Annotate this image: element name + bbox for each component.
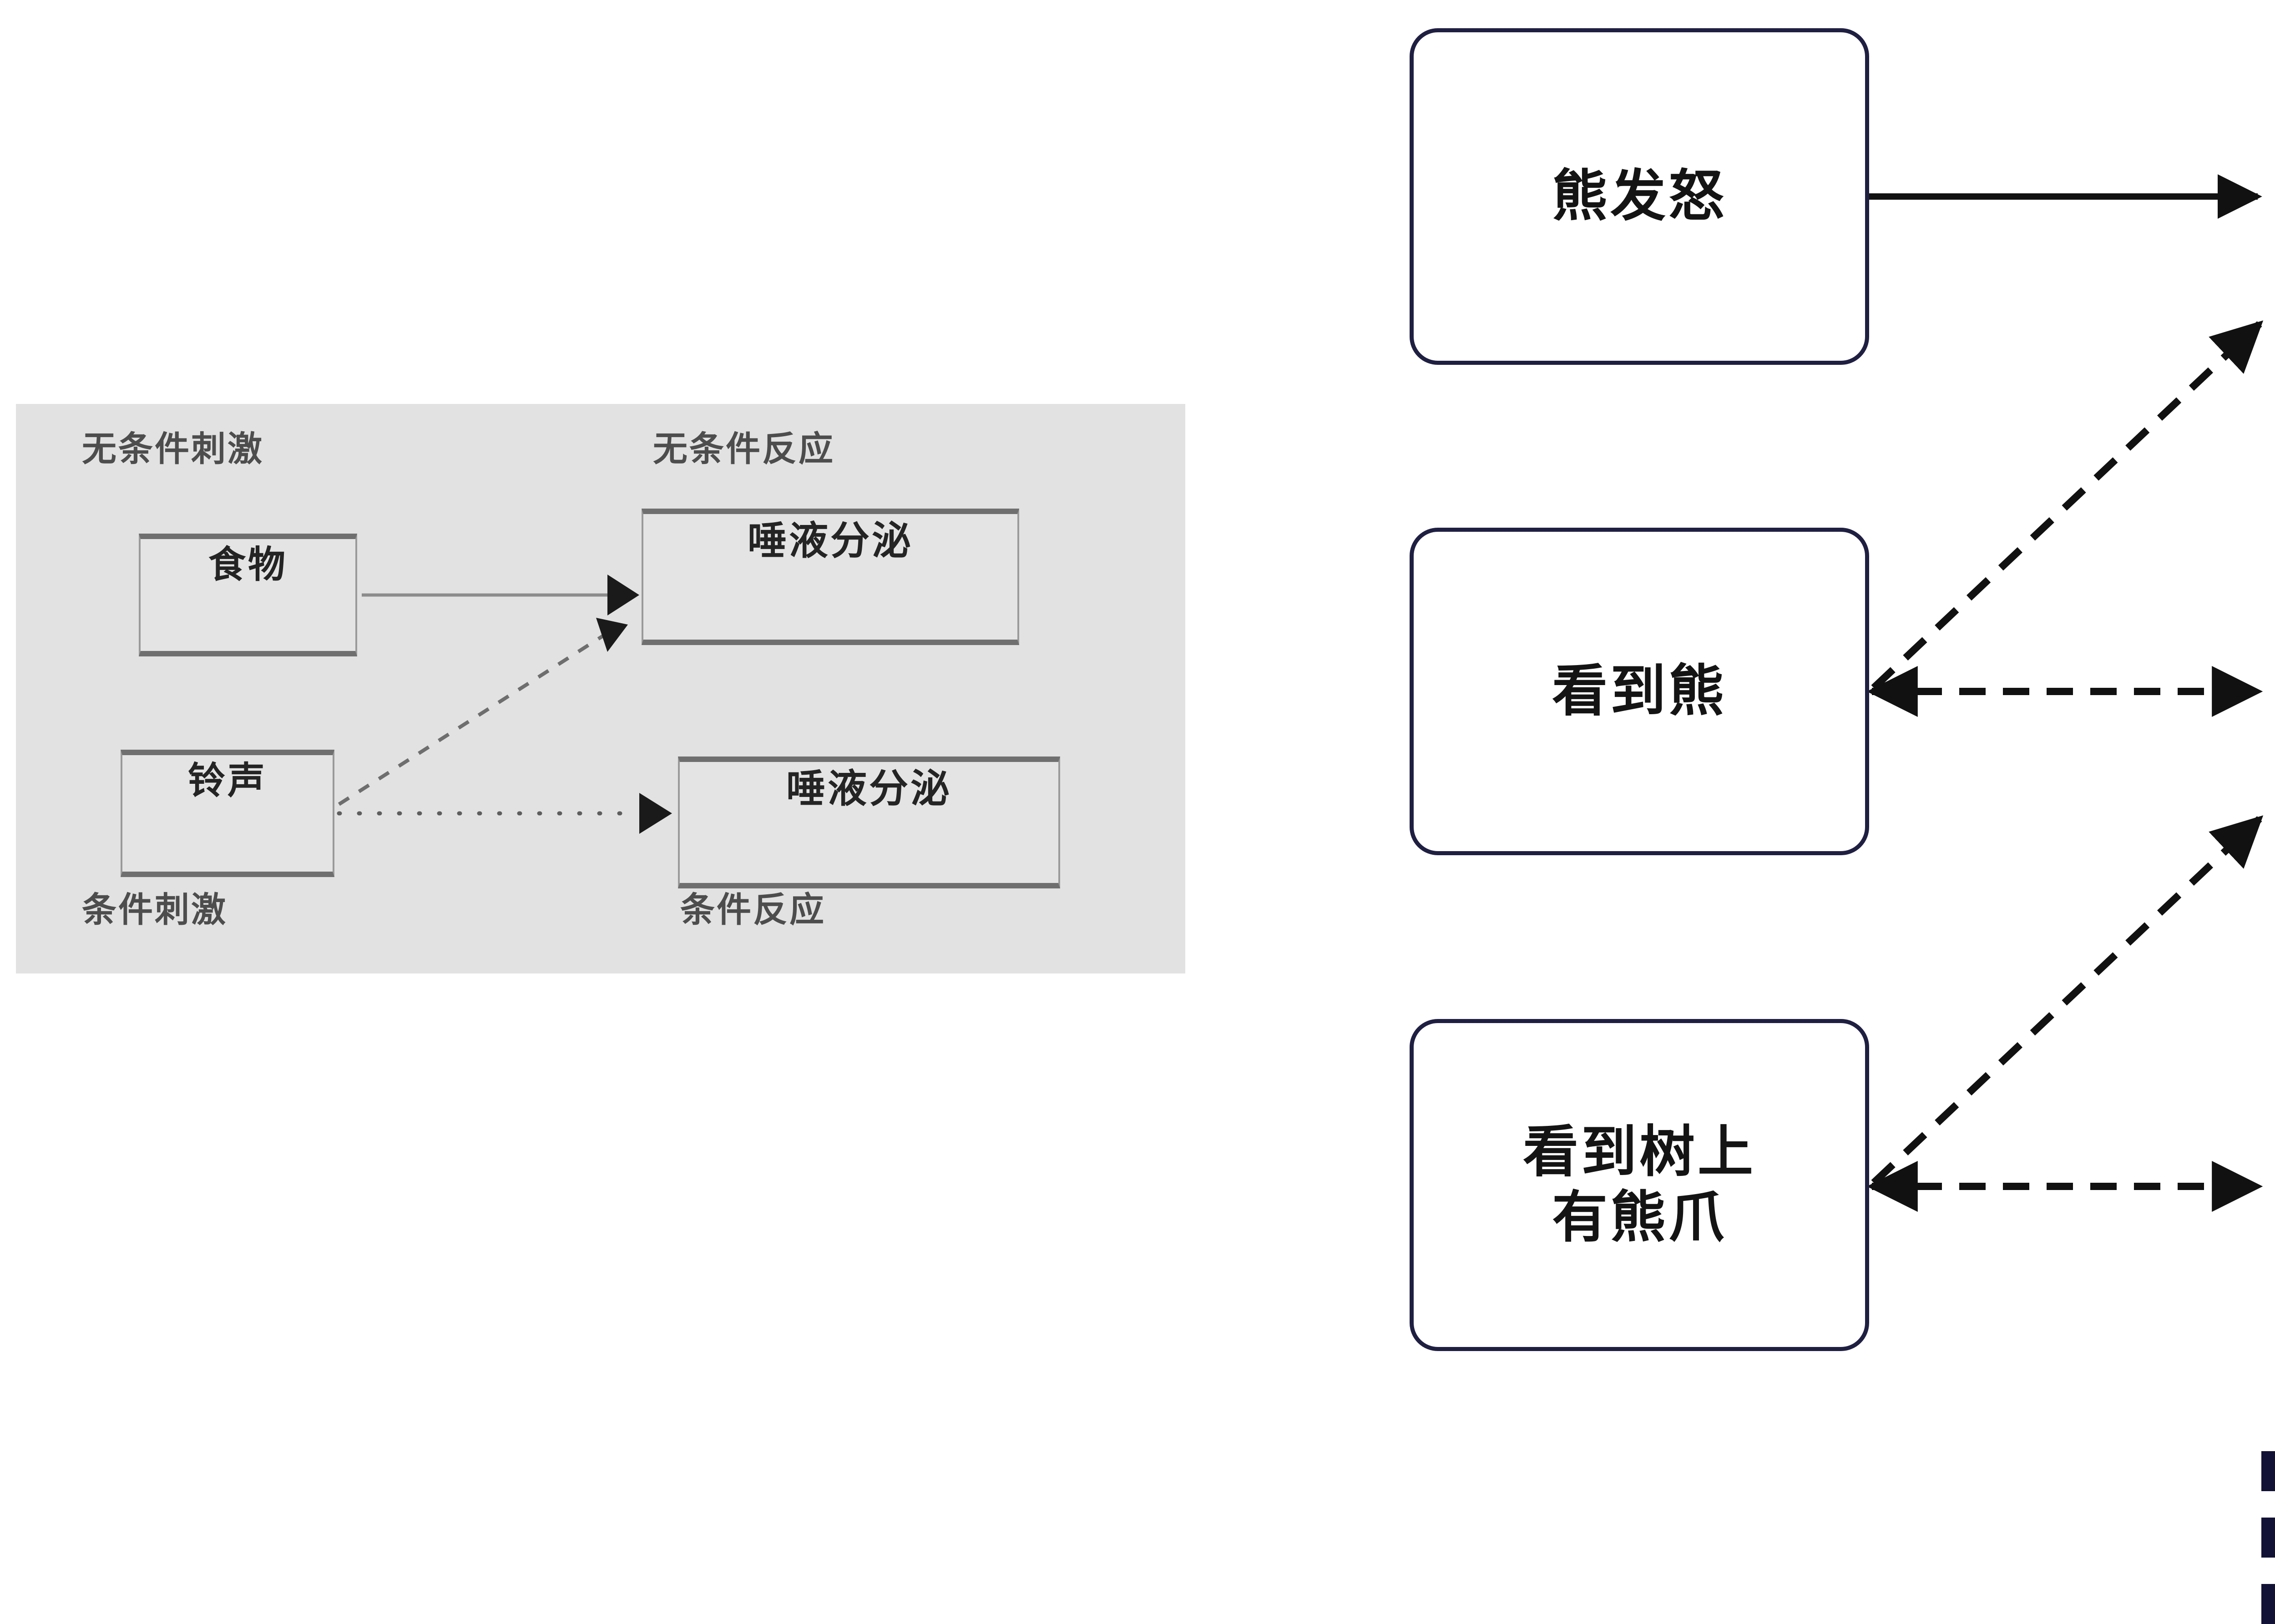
td-box-bear-angry[interactable]: 熊发怒 (1410, 28, 1869, 365)
td-box-see-bear-paw-in-tree[interactable]: 看到树上 有熊爪 (1410, 1019, 1869, 1351)
ellipsis-dot (2261, 1451, 2275, 1491)
td-learning-panel: 熊发怒 看到熊 看到树上 有熊爪 奖励 V(s′) V(s) (1365, 0, 2275, 1624)
edge-see-bear-to-reward (1871, 320, 2264, 691)
edge-bell-to-salivation-top (338, 618, 628, 806)
label-unconditioned-stimulus: 无条件刺激 (82, 430, 264, 469)
cc-box-bell: 铃声 (121, 750, 334, 877)
cc-box-food-label: 食物 (208, 544, 288, 585)
td-box-see-bear-label: 看到熊 (1552, 660, 1727, 722)
classical-conditioning-panel: 无条件刺激 无条件反应 条件刺激 条件反应 食物 铃声 唾液分泌 唾液分泌 (16, 404, 1185, 973)
cc-box-salivation-bottom: 唾液分泌 (678, 757, 1060, 888)
label-unconditioned-response: 无条件反应 (653, 430, 835, 469)
edge-see-paw-to-value-next-state (1871, 815, 2264, 1185)
classical-conditioning-edges (337, 575, 672, 834)
td-learning-edges (1866, 174, 2264, 1212)
edge-food-to-salivation (362, 575, 639, 615)
cc-box-food: 食物 (139, 534, 357, 656)
td-box-bear-angry-label: 熊发怒 (1552, 165, 1727, 227)
ellipsis-dot (2261, 1518, 2275, 1558)
label-conditioned-stimulus: 条件刺激 (82, 891, 228, 929)
cc-box-bell-label: 铃声 (187, 760, 267, 802)
label-conditioned-response: 条件反应 (680, 891, 826, 929)
td-box-see-bear[interactable]: 看到熊 (1410, 528, 1869, 855)
ellipsis-dot (2261, 1584, 2275, 1624)
td-box-see-bear-paw-in-tree-label: 看到树上 有熊爪 (1523, 1121, 1756, 1248)
edge-bell-to-salivation-bottom (337, 793, 672, 834)
ellipsis-left-column (2261, 1451, 2275, 1624)
cc-box-salivation-top: 唾液分泌 (642, 509, 1019, 645)
cc-box-salivation-top-label: 唾液分泌 (748, 519, 913, 563)
cc-box-salivation-bottom-label: 唾液分泌 (786, 767, 952, 811)
